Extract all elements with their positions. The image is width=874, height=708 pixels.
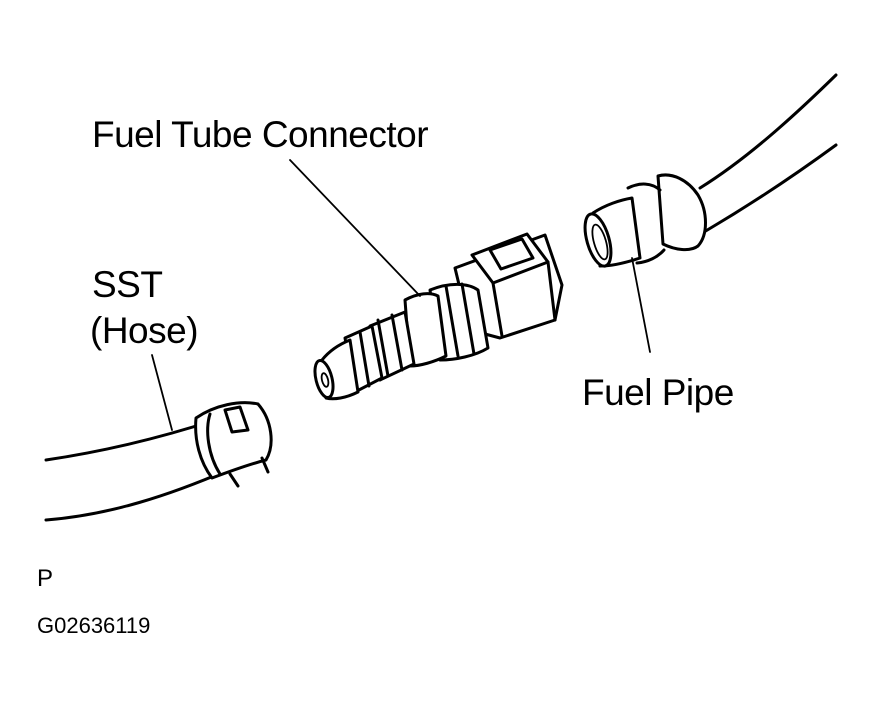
label-sst: SST bbox=[92, 264, 163, 305]
figure-code: G02636119 bbox=[37, 613, 151, 638]
view-letter: P bbox=[37, 565, 54, 592]
leader-sst-hose bbox=[151, 354, 173, 431]
sst-hose bbox=[44, 401, 273, 522]
leader-fuel-pipe bbox=[631, 257, 651, 353]
fuel-pipe bbox=[583, 73, 838, 268]
leader-fuel-tube-connector bbox=[289, 159, 421, 297]
label-hose: (Hose) bbox=[90, 310, 199, 351]
label-fuel-pipe: Fuel Pipe bbox=[582, 372, 734, 413]
fuel-tube-connector bbox=[313, 232, 564, 401]
label-fuel-tube-connector: Fuel Tube Connector bbox=[92, 114, 429, 155]
